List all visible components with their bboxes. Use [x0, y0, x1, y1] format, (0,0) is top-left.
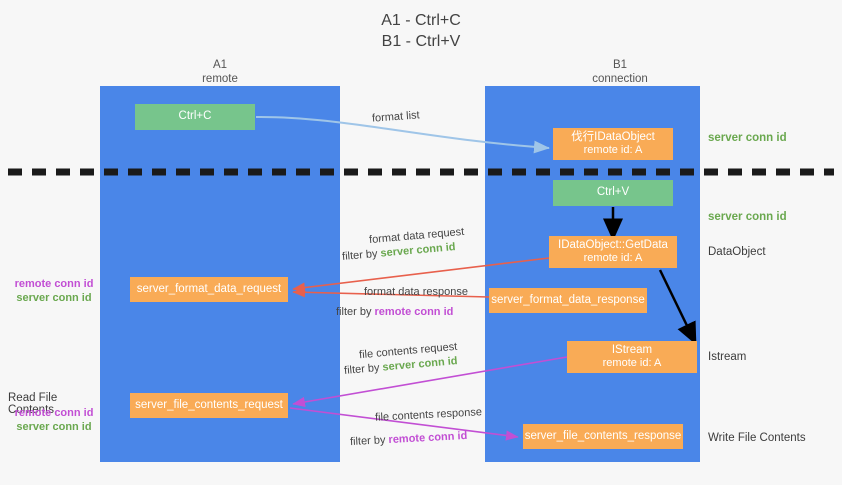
annotation-server-conn-id-top: server conn id [708, 131, 787, 145]
filter-prefix: filter by [341, 247, 382, 263]
title-line-1: A1 - Ctrl+C [381, 12, 461, 29]
box-server-format-data-request-label: server_format_data_request [136, 282, 282, 295]
box-ctrl-c[interactable]: Ctrl+C [135, 104, 255, 130]
filter-prefix: filter by [349, 434, 389, 449]
annotation-text: server conn id [708, 132, 787, 144]
box-idataobject-line2: remote id: A [583, 144, 643, 156]
annotation-dataobject: DataObject [708, 245, 766, 259]
annotation-server-conn-id: server conn id [16, 420, 92, 433]
edge-label-format-list: format list [372, 108, 421, 126]
box-istream[interactable]: IStream remote id: A [567, 341, 697, 373]
box-server-file-contents-response[interactable]: server_file_contents_response [523, 424, 683, 449]
box-server-file-contents-response-label: server_file_contents_response [524, 429, 682, 442]
lane-b1-sub: connection [592, 73, 648, 85]
edge-label-format-list-text: format list [371, 109, 421, 125]
filter-key-remote-conn-id: remote conn id [388, 429, 468, 447]
edge-label-format-data-response-filter: filter by remote conn id [336, 305, 453, 320]
annotation-remote-conn-id: remote conn id [14, 407, 94, 419]
annotation-text: Read File Contents [8, 392, 58, 416]
box-server-format-data-response[interactable]: server_format_data_response [489, 288, 647, 313]
box-server-file-contents-request[interactable]: server_file_contents_request [130, 393, 288, 418]
box-ctrl-c-label: Ctrl+C [178, 110, 212, 123]
box-server-format-data-request[interactable]: server_format_data_request [130, 277, 288, 302]
annotation-conn-ids-bottom: remote conn id server conn id [8, 407, 100, 434]
annotation-text: DataObject [708, 246, 766, 258]
box-idataobject-line1: 伐行IDataObject [571, 130, 655, 143]
box-idataobject[interactable]: 伐行IDataObject remote id: A [553, 128, 673, 160]
annotation-write-file-contents: Write File Contents [708, 431, 806, 445]
annotation-remote-conn-id: remote conn id [14, 278, 94, 290]
edge-label-format-data-response: format data response [364, 285, 468, 300]
annotation-text: Istream [708, 351, 747, 363]
edge-label-file-contents-response-filter: filter by remote conn id [350, 429, 468, 450]
filter-prefix: filter by [336, 306, 375, 318]
box-ctrl-v-label: Ctrl+V [596, 186, 630, 199]
annotation-conn-ids-top: remote conn id server conn id [8, 278, 100, 305]
lane-a1-name: A1 [212, 59, 228, 71]
box-ctrl-v[interactable]: Ctrl+V [553, 180, 673, 206]
annotation-istream: Istream [708, 350, 746, 364]
annotation-text: Write File Contents [708, 432, 806, 444]
box-istream-line1: IStream [611, 343, 653, 356]
box-server-file-contents-request-label: server_file_contents_request [135, 398, 283, 411]
annotation-server-conn-id-mid: server conn id [708, 210, 787, 224]
edge-label-file-contents-response: file contents response [375, 405, 483, 426]
annotation-server-conn-id: server conn id [16, 291, 92, 304]
page-title: A1 - Ctrl+C B1 - Ctrl+V [0, 10, 842, 52]
annotation-read-file-contents: Read File Contents [8, 392, 103, 416]
filter-prefix: filter by [343, 361, 384, 377]
box-idataobject-getdata[interactable]: IDataObject::GetData remote id: A [549, 236, 677, 268]
lane-b1-name: B1 [612, 59, 628, 71]
lane-header-a1: A1 remote [120, 58, 320, 86]
box-server-format-data-response-label: server_format_data_response [491, 293, 645, 306]
box-getdata-line1: IDataObject::GetData [558, 238, 668, 251]
lane-a1-sub: remote [202, 73, 238, 85]
box-istream-line2: remote id: A [602, 357, 662, 369]
box-getdata-line2: remote id: A [583, 252, 643, 264]
filter-key-remote-conn-id: remote conn id [374, 306, 454, 318]
title-line-2: B1 - Ctrl+V [381, 33, 461, 50]
annotation-text: server conn id [708, 211, 787, 223]
edge-label-format-data-response-text: format data response [364, 286, 468, 298]
lane-header-b1: B1 connection [520, 58, 720, 86]
edge-label-file-contents-response-text: file contents response [374, 406, 483, 424]
